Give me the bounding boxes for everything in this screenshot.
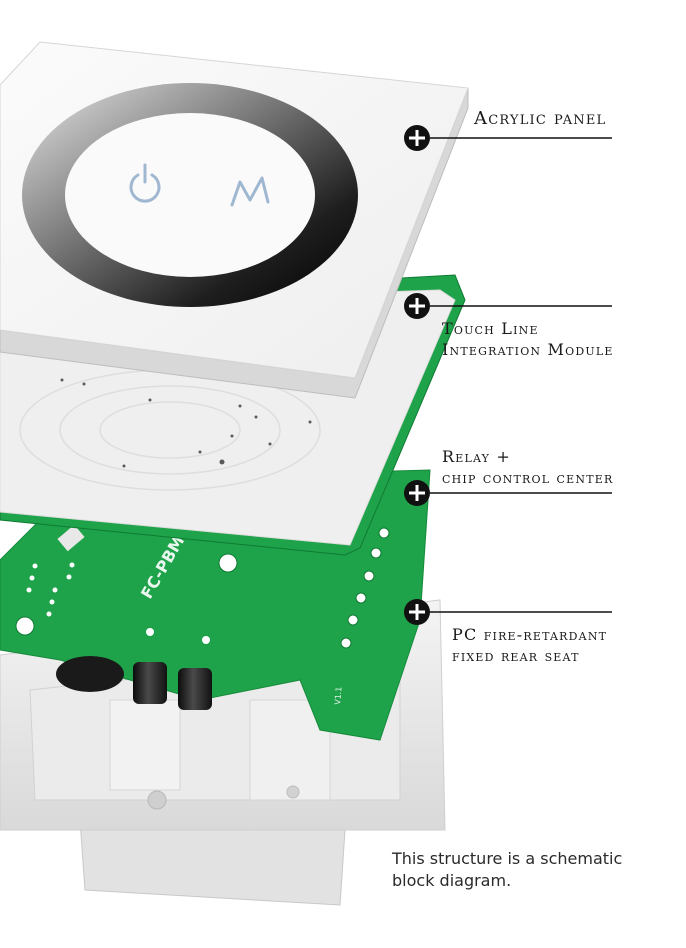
m-mode-icon[interactable]: [230, 176, 270, 207]
footnote-line: This structure is a schematic: [392, 849, 623, 868]
acrylic-panel: [0, 41, 469, 399]
mount-hole: [218, 553, 238, 573]
touch-ring-center: [65, 113, 315, 277]
capacitor: [56, 656, 124, 692]
plus-icon: [409, 130, 425, 146]
callout-label-line: Integration Module: [442, 340, 614, 359]
rear-seat-bottom-lug: [79, 819, 346, 906]
callout-acrylic: [404, 125, 612, 151]
capacitor: [133, 662, 167, 704]
schematic-footnote: This structure is a schematic block diag…: [392, 848, 622, 892]
terminal-pad: [347, 614, 359, 626]
plus-icon: [409, 298, 425, 314]
callout-label-touch-module: Touch Line Integration Module: [442, 318, 614, 360]
callout-touch: [404, 293, 612, 319]
screw-hole: [147, 790, 167, 810]
callout-label-relay-chip: Relay + chip control center: [442, 446, 613, 488]
callout-label-line: fixed rear seat: [452, 646, 580, 665]
chip: [57, 524, 85, 552]
plus-icon: [409, 604, 425, 620]
callout-label-rear-seat: PC fire-retardant fixed rear seat: [452, 624, 607, 666]
terminal-pad: [363, 570, 375, 582]
callout-label-acrylic-panel: Acrylic panel: [474, 108, 606, 129]
terminal-pad: [355, 592, 367, 604]
terminal-pad: [378, 527, 390, 539]
sensor-dots: [60, 378, 312, 468]
capacitor: [178, 668, 212, 710]
callout-relay: [404, 480, 612, 506]
callout-label-line: PC fire-retardant: [452, 625, 608, 644]
callout-label-line: Touch Line: [442, 319, 539, 338]
left-pad-column: [26, 562, 210, 644]
callout-label-line: Acrylic panel: [474, 108, 607, 129]
rear-seat-wall: [109, 699, 181, 791]
board-version-label: V1.1: [333, 686, 344, 705]
power-icon[interactable]: [129, 163, 161, 203]
mount-hole: [15, 616, 35, 636]
screw-hole: [286, 785, 300, 799]
terminal-pad: [370, 547, 382, 559]
footnote-line: block diagram.: [392, 871, 512, 890]
callout-label-line: chip control center: [442, 468, 614, 487]
terminal-pad: [340, 637, 352, 649]
callout-pc-seat: [404, 599, 612, 625]
plus-icon: [409, 485, 425, 501]
callout-label-line: Relay +: [442, 447, 512, 466]
terminal-pads: [340, 527, 390, 649]
